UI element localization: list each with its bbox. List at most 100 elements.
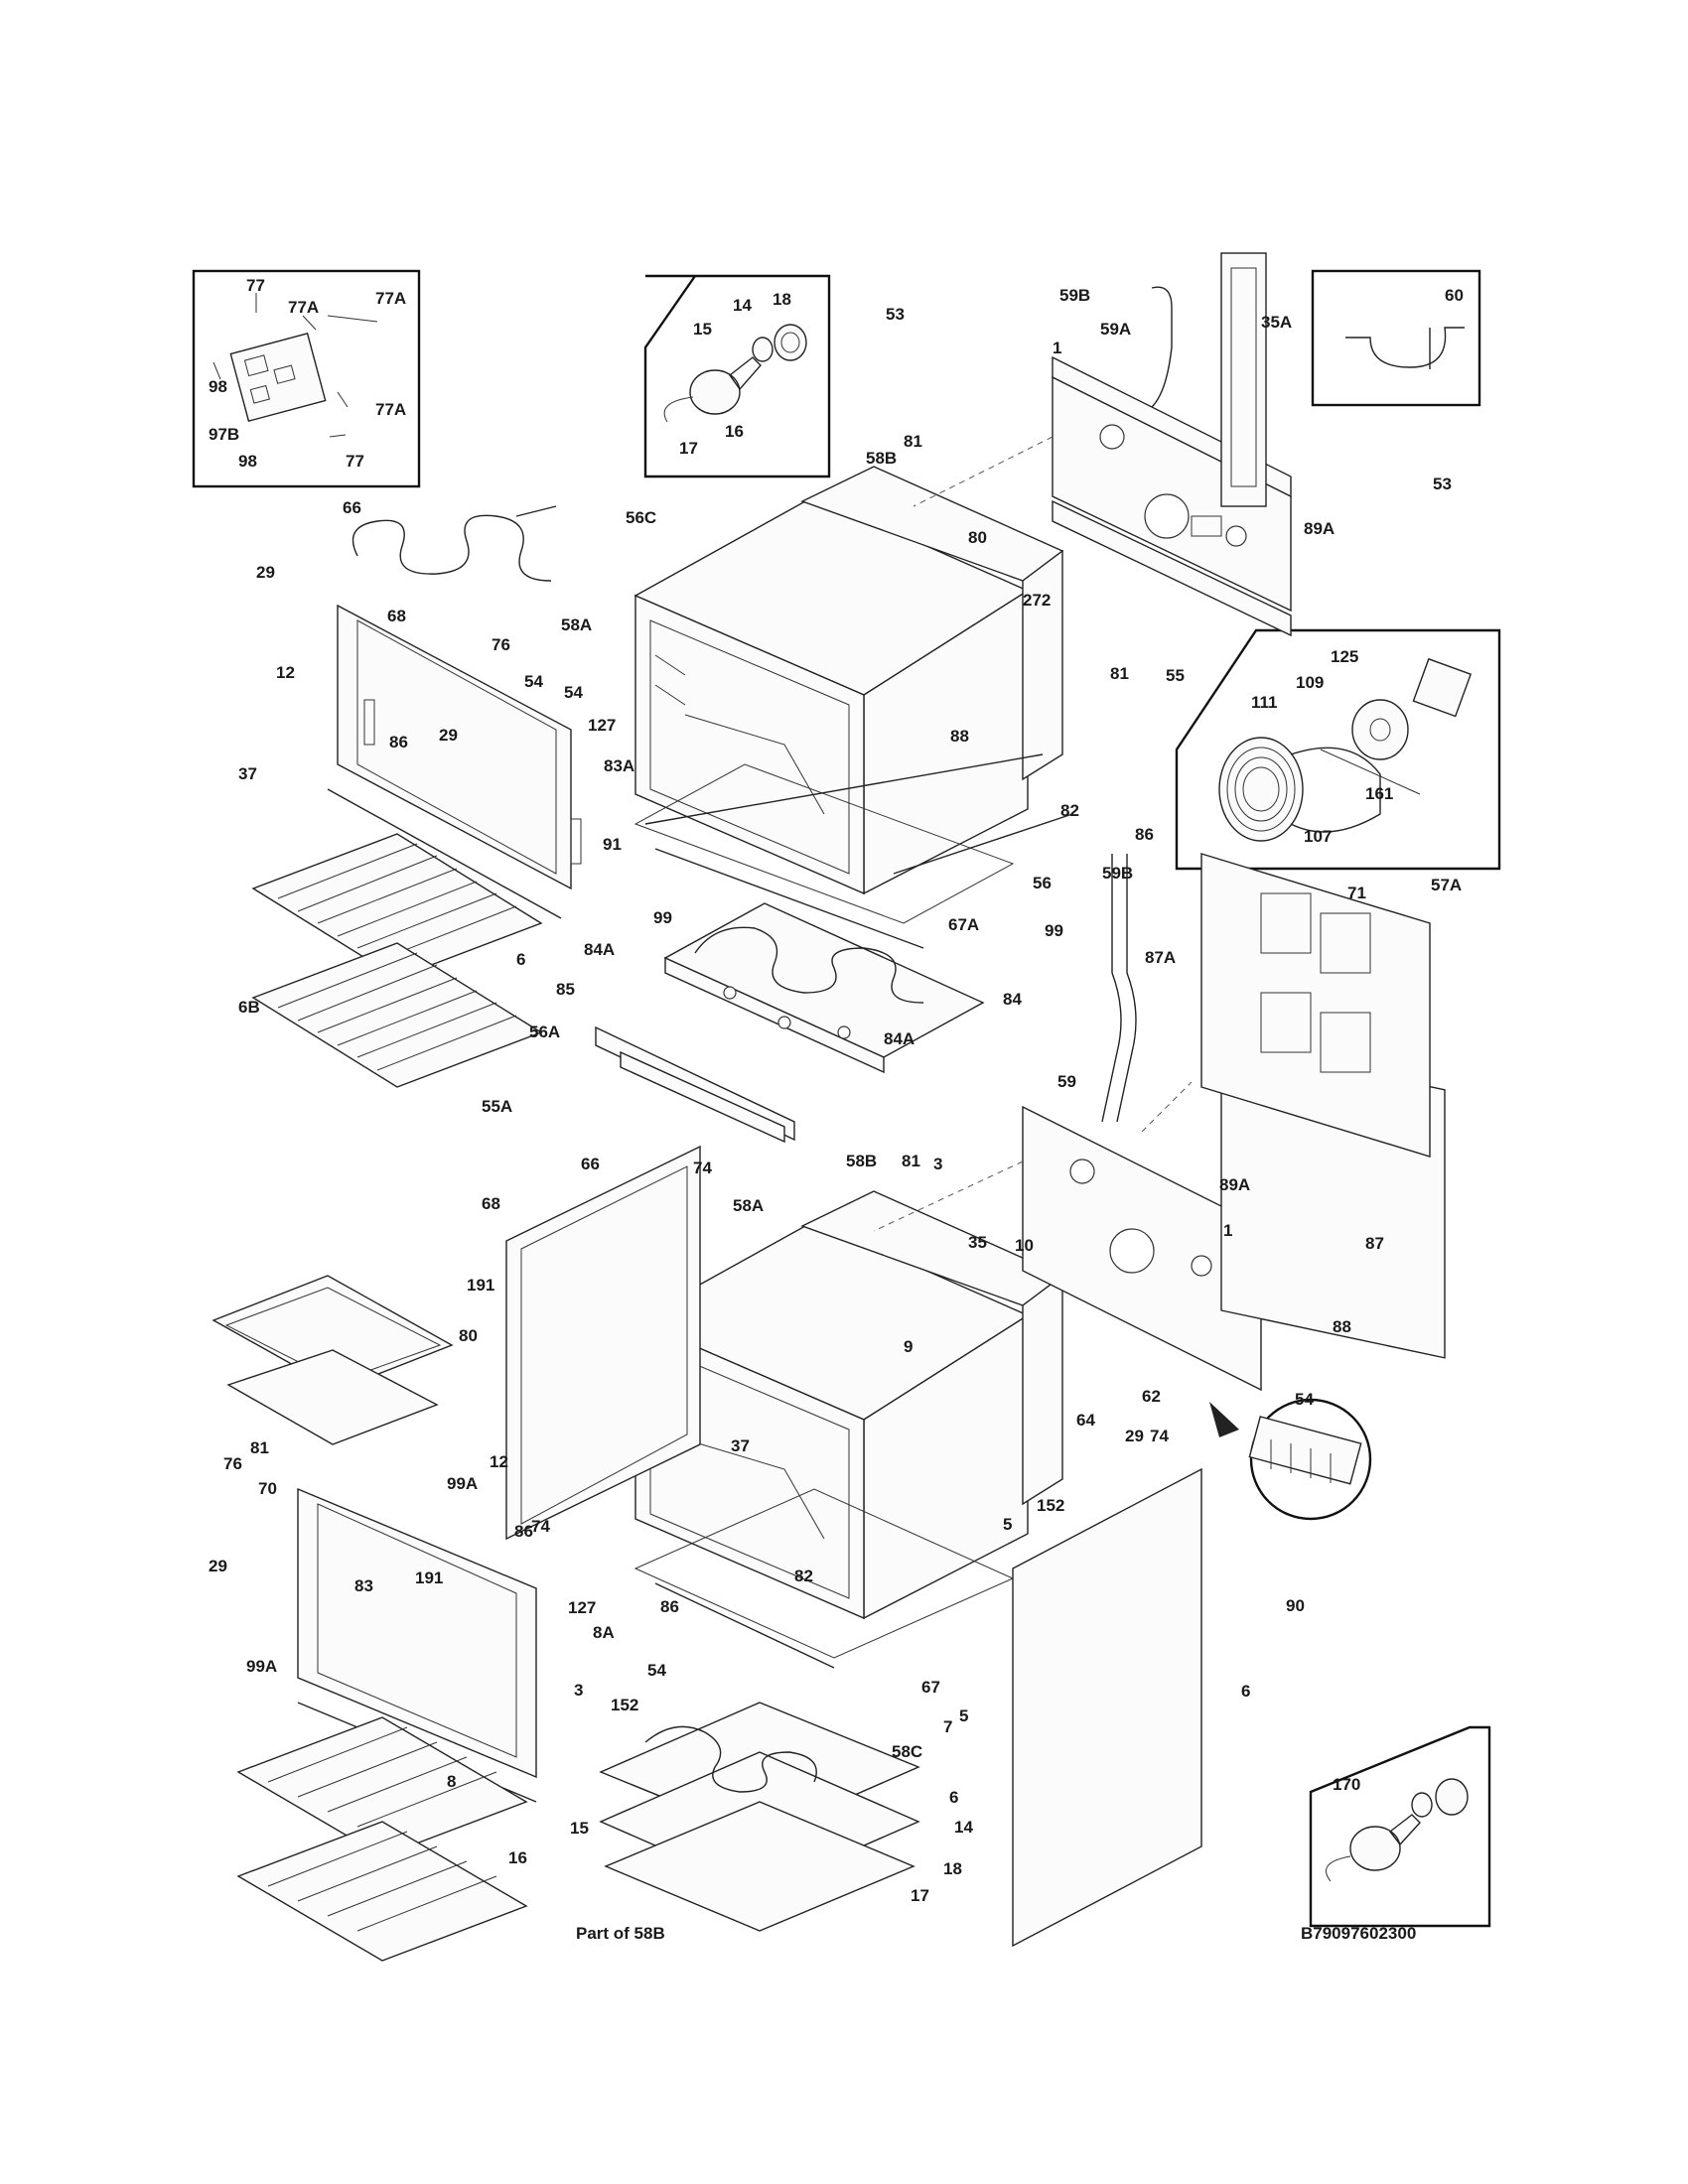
callout-5: 5: [959, 1706, 968, 1725]
callout-59a: 59A: [1100, 320, 1131, 339]
callout-111: 111: [1251, 693, 1278, 712]
callout-56: 56: [1033, 874, 1052, 892]
clamp-inset: [1311, 269, 1481, 407]
callout-12: 12: [276, 663, 295, 682]
callout-66: 66: [581, 1155, 600, 1173]
callout-6: 6: [1241, 1682, 1250, 1701]
callout-86: 86: [1135, 825, 1154, 844]
callout-99: 99: [653, 908, 672, 927]
callout-191: 191: [415, 1569, 443, 1587]
callout-54: 54: [564, 683, 583, 702]
callout-16: 16: [508, 1848, 527, 1867]
convection-fan-inset: [1175, 628, 1501, 871]
upper-racks: [251, 833, 543, 1088]
callout-7: 7: [943, 1717, 952, 1736]
callout-80: 80: [968, 528, 987, 547]
callout-17: 17: [679, 439, 698, 458]
callout-87: 87: [1365, 1234, 1384, 1253]
callout-6: 6: [516, 950, 525, 969]
callout-77: 77: [346, 452, 364, 471]
callout-35a: 35A: [1261, 313, 1292, 332]
callout-12: 12: [490, 1452, 508, 1471]
callout-66: 66: [343, 498, 361, 517]
callout-89a: 89A: [1304, 519, 1335, 538]
callout-3: 3: [574, 1681, 583, 1700]
callout-70: 70: [258, 1479, 277, 1498]
callout-99a: 99A: [246, 1657, 277, 1676]
callout-6b: 6B: [238, 998, 260, 1017]
callout-86: 86: [660, 1597, 679, 1616]
callout-37: 37: [731, 1436, 750, 1455]
upper-broil-element: [352, 505, 557, 582]
callout-81: 81: [902, 1152, 920, 1170]
callout-71: 71: [1347, 884, 1366, 902]
callout-127: 127: [588, 716, 616, 735]
callout-29: 29: [439, 726, 458, 745]
callout-89a: 89A: [1219, 1175, 1250, 1194]
callout-1: 1: [1053, 339, 1061, 357]
callout-74: 74: [693, 1159, 712, 1177]
callout-76: 76: [492, 635, 510, 654]
callout-8: 8: [447, 1772, 456, 1791]
control-board-inset: [192, 269, 421, 488]
upper-oven-bottom-frame: [633, 753, 1073, 949]
callout-29: 29: [1125, 1427, 1144, 1445]
callout-82: 82: [794, 1567, 813, 1585]
callout-8a: 8A: [593, 1623, 615, 1642]
callout-35: 35: [968, 1233, 987, 1252]
callout-67a: 67A: [948, 915, 979, 934]
callout-77a: 77A: [375, 400, 406, 419]
callout-55a: 55A: [482, 1097, 512, 1116]
side-panel-left: [505, 1145, 701, 1541]
callout-5: 5: [1003, 1515, 1012, 1534]
callout-10: 10: [1015, 1236, 1034, 1255]
callout-74: 74: [1150, 1427, 1169, 1445]
broil-pan: [211, 1275, 454, 1445]
callout-58a: 58A: [561, 615, 592, 634]
callout-58b: 58B: [846, 1152, 877, 1170]
callout-84: 84: [1003, 990, 1022, 1009]
callout-84a: 84A: [884, 1029, 914, 1048]
callout-17: 17: [911, 1886, 929, 1905]
callout-56c: 56C: [626, 508, 656, 527]
callout-56a: 56A: [529, 1023, 560, 1041]
callout-29: 29: [209, 1557, 227, 1575]
callout-81: 81: [904, 432, 922, 451]
upper-rear-panel: [1052, 252, 1292, 637]
callout-152: 152: [611, 1696, 638, 1714]
part-number-code: B79097602300: [1301, 1924, 1416, 1943]
callout-29: 29: [256, 563, 275, 582]
upper-front-trim: [595, 1025, 795, 1144]
callout-82: 82: [1060, 801, 1079, 820]
callout-6: 6: [949, 1788, 958, 1807]
callout-86: 86: [389, 733, 408, 751]
callout-53: 53: [886, 305, 905, 324]
callout-59: 59: [1057, 1072, 1076, 1091]
callout-77: 77: [246, 276, 265, 295]
lamp-inset-top: [643, 274, 831, 478]
callout-37: 37: [238, 764, 257, 783]
callout-53: 53: [1433, 475, 1452, 493]
callout-127: 127: [568, 1598, 596, 1617]
callout-14: 14: [733, 296, 752, 315]
callout-91: 91: [603, 835, 622, 854]
lower-racks: [236, 1716, 528, 1962]
callout-54: 54: [524, 672, 543, 691]
lamp-inset-bottom: [1309, 1725, 1491, 1928]
callout-99a: 99A: [447, 1474, 478, 1493]
vent-duct: [1101, 854, 1137, 1123]
callout-74: 74: [531, 1517, 550, 1536]
callout-77a: 77A: [375, 289, 406, 308]
callout-161: 161: [1365, 784, 1393, 803]
callout-98: 98: [238, 452, 257, 471]
upper-bake-element-tray: [663, 902, 985, 1074]
callout-16: 16: [725, 422, 744, 441]
upper-oven-cavity: [633, 466, 1064, 895]
callout-152: 152: [1037, 1496, 1064, 1515]
callout-55: 55: [1166, 666, 1185, 685]
callout-60: 60: [1445, 286, 1464, 305]
callout-3: 3: [933, 1155, 942, 1173]
callout-125: 125: [1331, 647, 1358, 666]
callout-58c: 58C: [892, 1742, 922, 1761]
